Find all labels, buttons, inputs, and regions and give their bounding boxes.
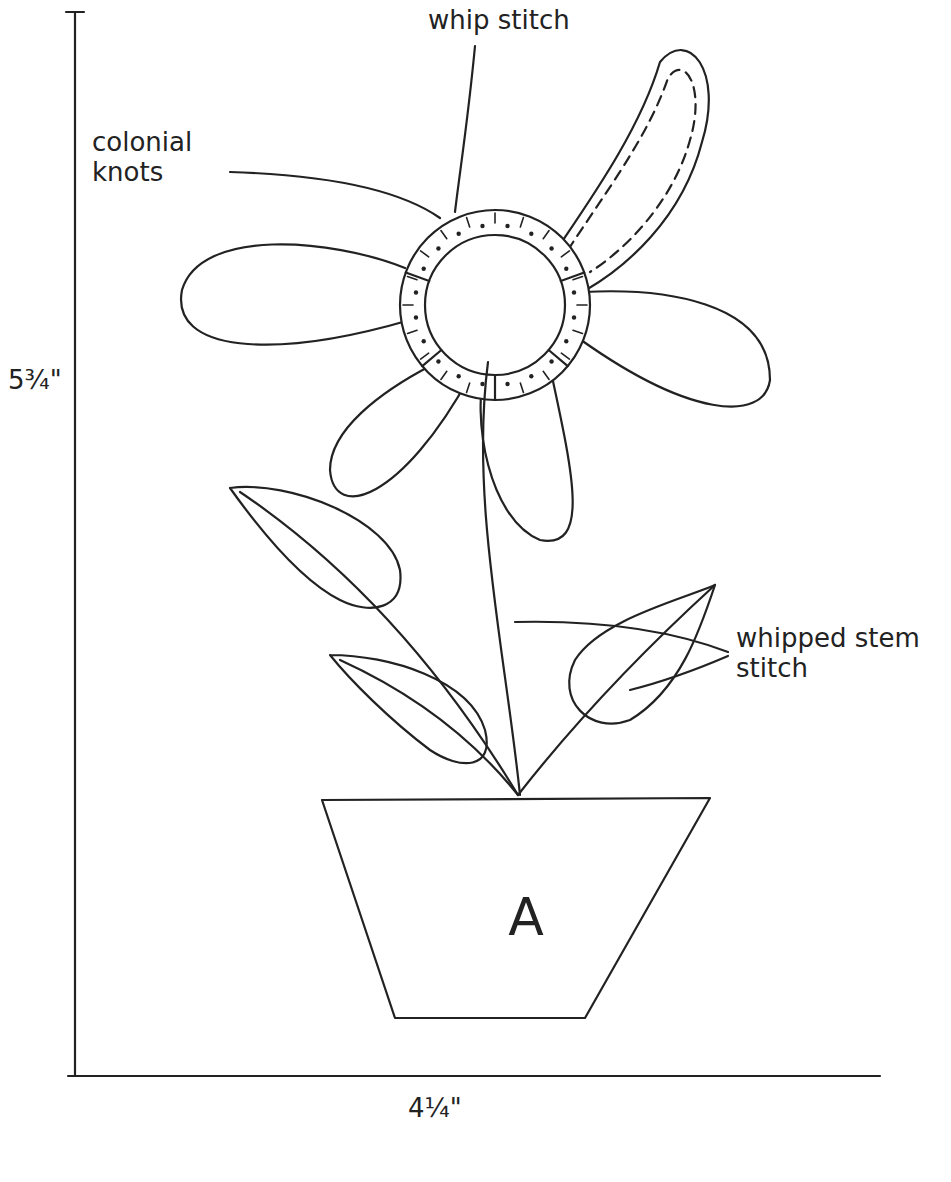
whip-stitch-mark [573, 277, 583, 280]
ring-spoke [549, 350, 568, 366]
colonial-knot [529, 374, 533, 378]
whip-stitch-mark [421, 353, 429, 359]
leader-line [630, 656, 728, 690]
flower-pot: A [318, 796, 734, 1022]
leader-line [455, 46, 475, 212]
pattern-letter: A [318, 887, 734, 947]
colonial-knot [414, 315, 418, 319]
leader-line [515, 622, 728, 652]
colonial-knot [564, 339, 568, 343]
colonial-knot [414, 290, 418, 294]
colonial-knot [549, 359, 553, 363]
whip-stitch-mark [561, 353, 569, 359]
whip-stitch-mark [441, 371, 447, 379]
colonial-knot [480, 224, 484, 228]
colonial-knot [422, 266, 426, 270]
leader-line [230, 172, 440, 218]
whip-stitch-mark [494, 213, 496, 223]
height-axis [74, 12, 76, 1076]
colonial-knot [572, 290, 576, 294]
colonial-knot [422, 339, 426, 343]
axis-tick [66, 11, 84, 13]
whip-stitch-mark [561, 251, 569, 257]
whip-stitch-mark [441, 231, 447, 239]
ring-spoke [494, 375, 496, 400]
whip-stitch-mark [577, 304, 587, 306]
stem [483, 362, 520, 795]
colonial-knot [456, 232, 460, 236]
colonial-knot [564, 266, 568, 270]
ring-spoke [406, 273, 429, 282]
colonial-knot [480, 382, 484, 386]
petal [555, 50, 709, 290]
whip-stitch-mark [408, 277, 418, 280]
stitch-line [568, 70, 696, 272]
colonial-knot [529, 232, 533, 236]
leaf [330, 655, 487, 763]
width-axis [68, 1075, 880, 1077]
leaf-vein [518, 585, 715, 795]
colonial-knot [549, 246, 553, 250]
petal [181, 244, 410, 344]
flower-center-inner [425, 235, 565, 375]
colonial-knot [572, 315, 576, 319]
whip-stitch-mark [520, 218, 523, 228]
stitch-callout: whipped stem stitch [736, 624, 944, 684]
flower-center [400, 210, 590, 400]
leaf [230, 487, 400, 608]
petal [570, 291, 770, 406]
colonial-knot [456, 374, 460, 378]
whip-stitch-mark [403, 304, 413, 306]
colonial-knot [505, 224, 509, 228]
width-dimension: 4¼" [408, 1094, 462, 1124]
whip-stitch-mark [467, 218, 470, 228]
whip-stitch-mark [494, 387, 496, 397]
colonial-knot [505, 382, 509, 386]
leaf-vein [340, 660, 518, 795]
stitch-callout: whip stitch [428, 6, 570, 36]
whip-stitch-mark [520, 383, 523, 393]
whip-stitch-mark [543, 231, 549, 239]
whip-stitch-mark [543, 371, 549, 379]
stitch-callout: colonial knots [92, 128, 252, 188]
whip-stitch-mark [408, 330, 418, 333]
ring-spoke [561, 273, 584, 282]
leaf-vein [240, 492, 518, 795]
whip-stitch-mark [421, 251, 429, 257]
ring-spoke [422, 350, 441, 366]
whip-stitch-mark [467, 383, 470, 393]
whip-stitch-mark [573, 330, 583, 333]
colonial-knot [436, 359, 440, 363]
colonial-knot [436, 246, 440, 250]
height-dimension: 5¾" [8, 366, 62, 396]
ring-stitches [403, 213, 587, 400]
